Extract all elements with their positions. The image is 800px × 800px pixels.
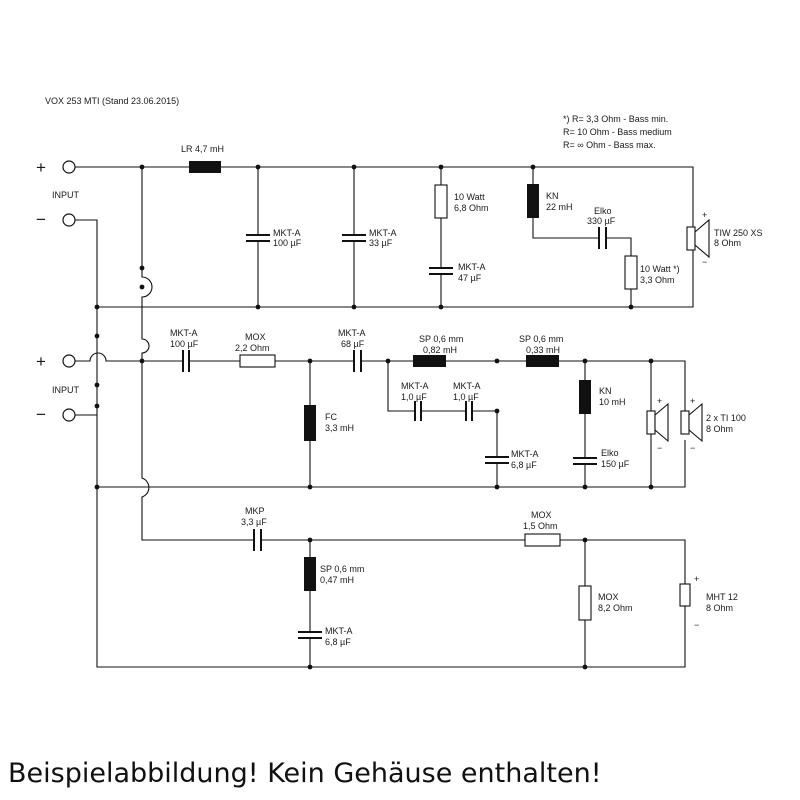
mid-speaker-pair-icon [646,360,703,487]
input2-plus-terminal [62,354,76,368]
woofer-coil-kn-value: 22 mH [546,202,573,212]
mid-elko-name: Elko [601,448,619,458]
input1-minus-terminal [62,213,76,227]
note-line-1: *) R= 3,3 Ohm - Bass min. [563,114,668,124]
mid-coil-fc-name: FC [325,412,337,422]
tweeter-cap-6-8uf-name: MKT-A [325,626,353,636]
tweeter-speaker-model: MHT 12 [706,592,738,602]
mid-cap-1uf-b-value: 1,0 µF [453,392,479,402]
woofer-speaker-plus: + [702,210,707,220]
woofer-resistor-3-3-ohm-value: 3,3 Ohm [640,275,675,285]
woofer-resistor-6-8-ohm-value: 6,8 Ohm [454,203,489,213]
tweeter-mox-1-5-name: MOX [531,510,552,520]
mid-cap-1uf-a-value: 1,0 µF [401,392,427,402]
mid-speaker-model: 2 x TI 100 [706,413,746,423]
input2-label: INPUT [52,385,80,395]
mid-coil-fc [304,361,316,487]
woofer-cap-47uf-value: 47 µF [458,273,482,283]
mid-coil-sp2-value: 0,33 mH [526,345,560,355]
note-line-2: R= 10 Ohm - Bass medium [563,127,672,137]
bus-wiring [75,166,694,668]
note-line-3: R= ∞ Ohm - Bass max. [563,140,656,150]
mid-elko-value: 150 µF [601,459,630,469]
woofer-speaker-minus: − [702,257,707,267]
tweeter-coil-sp-name: SP 0,6 mm [320,564,364,574]
mid-coil-kn [573,361,597,487]
woofer-resistor-6-8-ohm [429,167,453,307]
input1-plus-sign: + [36,158,46,177]
tweeter-signal-path [253,529,686,584]
mid-coil-sp1-name: SP 0,6 mm [419,334,463,344]
mid-speaker-a-plus: + [657,396,662,406]
mid-cap-68uf-value: 68 µF [341,339,365,349]
woofer-cap-47uf-name: MKT-A [458,262,486,272]
woofer-cap-33uf [342,167,366,307]
woofer-coil-kn-name: KN [546,191,559,201]
mid-cap-100uf-value: 100 µF [170,339,199,349]
tweeter-mox-8-2 [578,540,592,667]
tweeter-cap-mkp-value: 3,3 µF [241,517,267,527]
mid-cap-68uf-name: MKT-A [338,328,366,338]
input2-minus-sign: − [36,405,46,424]
tweeter-cap-mkp-name: MKP [245,506,265,516]
woofer-cap-100uf-value: 100 µF [273,238,302,248]
woofer-speaker-model: TIW 250 XS [714,228,763,238]
tweeter-coil-sp [298,540,322,667]
mid-coil-kn-value: 10 mH [599,397,626,407]
example-image-caption: Beispielabbildung! Kein Gehäuse enthalte… [8,758,602,789]
mid-mox-name: MOX [245,332,266,342]
tweeter-mox-8-2-value: 8,2 Ohm [598,603,633,613]
input1-label: INPUT [52,190,80,200]
tweeter-speaker-icon [679,583,691,607]
woofer-resistor-6-8-ohm-power: 10 Watt [454,192,485,202]
woofer-cap-33uf-name: MKT-A [369,228,397,238]
input1-plus-terminal [62,160,76,174]
tweeter-mox-8-2-name: MOX [598,592,619,602]
mid-speaker-b-minus: − [690,443,695,453]
mid-speaker-a-minus: − [657,443,662,453]
tweeter-cap-6-8uf-value: 6,8 µF [325,637,351,647]
woofer-coil-kn [527,167,638,307]
mid-coil-kn-name: KN [599,386,612,396]
woofer-elko-value: 330 µF [587,216,616,226]
woofer-cap-100uf-name: MKT-A [273,228,301,238]
mid-cap-100uf-name: MKT-A [170,328,198,338]
diagram-title: VOX 253 MTI (Stand 23.06.2015) [45,96,179,106]
mid-speaker-impedance: 8 Ohm [706,424,733,434]
tweeter-mox-1-5-value: 1,5 Ohm [523,521,558,531]
woofer-elko-name: Elko [594,206,612,216]
woofer-speaker-impedance: 8 Ohm [714,238,741,248]
mid-signal-path [182,350,651,372]
woofer-cap-100uf [246,167,270,307]
tweeter-speaker-impedance: 8 Ohm [706,603,733,613]
mid-speaker-b-plus: + [690,396,695,406]
input1-minus-sign: − [36,210,46,229]
input2-plus-sign: + [36,352,46,371]
input2-minus-terminal [62,408,76,422]
tweeter-speaker-minus: − [694,620,699,630]
woofer-coil-lr-label: LR 4,7 mH [181,144,224,154]
woofer-resistor-3-3-ohm-power: 10 Watt *) [640,264,680,274]
mid-coil-sp2-name: SP 0,6 mm [519,334,563,344]
mid-cap-1uf-b-name: MKT-A [453,381,481,391]
mid-cap-6-8uf-value: 6,8 µF [511,460,537,470]
mid-notch-network [387,361,509,487]
mid-cap-6-8uf-name: MKT-A [511,449,539,459]
mid-cap-1uf-a-name: MKT-A [401,381,429,391]
woofer-coil-lr [189,161,221,173]
woofer-cap-33uf-value: 33 µF [369,238,393,248]
woofer-speaker-icon [686,218,710,259]
mid-coil-fc-value: 3,3 mH [325,423,354,433]
tweeter-speaker-plus: + [694,574,699,584]
mid-coil-sp1-value: 0,82 mH [423,345,457,355]
tweeter-coil-sp-value: 0,47 mH [320,575,354,585]
junction-dots [94,164,654,670]
mid-mox-value: 2,2 Ohm [235,343,270,353]
